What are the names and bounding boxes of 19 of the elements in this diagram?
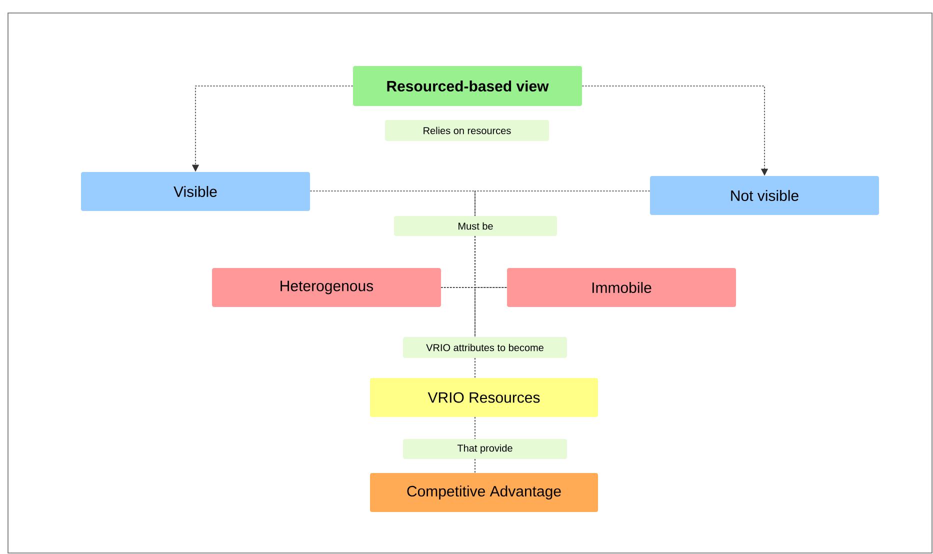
connector bbox=[474, 458, 476, 474]
category-box: Visible bbox=[81, 172, 310, 211]
connector bbox=[440, 287, 476, 338]
resource-box: VRIO Resources bbox=[370, 378, 598, 417]
category-box: Not visible bbox=[650, 176, 880, 215]
relation-label-box: That provide bbox=[403, 439, 567, 459]
property-box: Heterogenous bbox=[212, 268, 441, 307]
property-box: Immobile bbox=[507, 268, 736, 307]
outcome-box: Competitive Advantage bbox=[370, 473, 598, 512]
title-box: Resourced-based view bbox=[353, 66, 582, 106]
connector bbox=[310, 190, 476, 216]
connector bbox=[474, 416, 476, 440]
connector bbox=[474, 236, 508, 288]
relation-label-box: Relies on resources bbox=[385, 120, 549, 141]
connector bbox=[474, 358, 476, 378]
connector bbox=[474, 287, 508, 338]
connector bbox=[474, 190, 650, 216]
relation-label-box: Must be bbox=[394, 216, 557, 236]
relation-label-box: VRIO attributes to become bbox=[403, 337, 567, 358]
